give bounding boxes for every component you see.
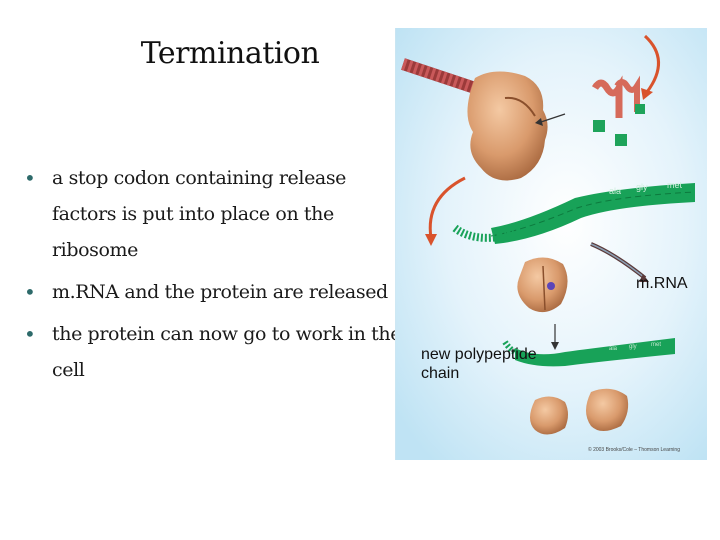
codon-label: ala xyxy=(609,346,618,352)
figure-illustration: ala gly met ala gly met xyxy=(395,28,707,460)
mrna-band-bottom: ala gly met xyxy=(515,338,675,367)
codon-label: ala xyxy=(609,186,621,196)
bullet-text: the protein can now go to work in the ce… xyxy=(52,323,402,381)
ribosome-top xyxy=(467,71,548,181)
bullet-dot-icon: • xyxy=(24,280,36,304)
mrna-band-top: ala gly met xyxy=(490,180,696,244)
slide-title: Termination xyxy=(140,36,320,71)
ribosome-subunits xyxy=(530,388,629,435)
codon-label: gly xyxy=(629,344,637,350)
bullet-item: • the protein can now go to work in the … xyxy=(22,316,402,388)
bullet-list: • a stop codon containing release factor… xyxy=(22,160,402,394)
codon-label: gly xyxy=(636,182,648,192)
bullet-item: • m.RNA and the protein are released xyxy=(22,274,402,310)
image-credit: © 2003 Brooks/Cole – Thomson Learning xyxy=(588,447,680,453)
bullet-item: • a stop codon containing release factor… xyxy=(22,160,402,268)
ribosome-released xyxy=(517,257,568,313)
curved-arrows xyxy=(425,34,660,246)
bullet-dot-icon: • xyxy=(24,322,36,346)
bullet-text: a stop codon containing release factors … xyxy=(52,167,347,261)
trna-strand xyxy=(401,58,477,94)
released-trnas xyxy=(591,75,645,146)
bullet-dot-icon: • xyxy=(24,166,36,190)
bullet-text: m.RNA and the protein are released xyxy=(52,281,388,303)
codon-label: met xyxy=(667,180,683,190)
translation-termination-figure: ala gly met ala gly met xyxy=(395,28,707,460)
polypeptide-label: new polypeptide chain xyxy=(421,346,537,382)
codon-label: met xyxy=(651,342,661,348)
mrna-label: m.RNA xyxy=(636,275,688,292)
